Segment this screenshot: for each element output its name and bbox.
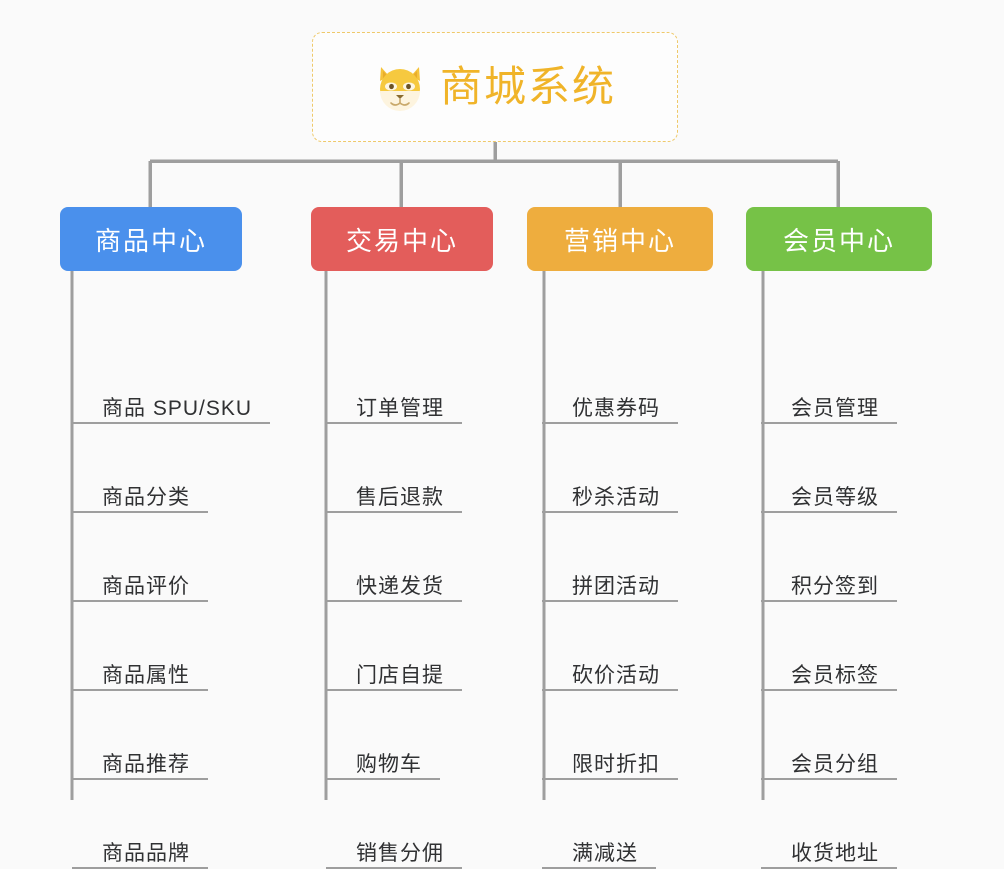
leaf-item[interactable]: 售后退款: [326, 485, 462, 513]
leaf-item-label: 限时折扣: [572, 752, 660, 776]
leaf-item-label: 会员管理: [791, 396, 879, 420]
leaf-item-label: 积分签到: [791, 574, 879, 598]
mindmap-canvas: 商城系统 商品中心 商品 SPU/SKU 商品分类商品评价商品属性商品推荐商品品牌: [60, 32, 932, 869]
leaf-item-label: 商品 SPU/SKU: [102, 396, 253, 420]
leaf-item-label: 会员分组: [791, 752, 879, 776]
leaf-item-label: 收货地址: [791, 841, 879, 865]
leaf-item[interactable]: 订单管理: [326, 396, 462, 424]
leaf-item-label: 商品推荐: [102, 752, 190, 776]
leaf-item[interactable]: 商品属性: [72, 663, 208, 691]
leaf-item[interactable]: 会员标签: [761, 663, 897, 691]
branch-header-label: 营销中心: [563, 225, 676, 256]
branch-column-trade-center: 交易中心 订单管理售后退款快递发货门店自提购物车销售分佣: [311, 207, 493, 869]
leaf-item[interactable]: 收货地址: [761, 841, 897, 869]
leaf-item-label: 秒杀活动: [572, 485, 660, 509]
branch-header-label: 会员中心: [782, 225, 895, 256]
leaf-item[interactable]: 优惠券码: [542, 396, 678, 424]
leaf-item-label: 拼团活动: [572, 574, 660, 598]
branch-header-label: 交易中心: [345, 225, 458, 256]
leaf-item[interactable]: 积分签到: [761, 574, 897, 602]
branch-column-product-center: 商品中心 商品 SPU/SKU 商品分类商品评价商品属性商品推荐商品品牌: [60, 207, 271, 869]
leaf-item-label: 订单管理: [356, 396, 444, 420]
branch-column-marketing-center: 营销中心 优惠券码秒杀活动拼团活动砍价活动限时折扣满减送: [527, 207, 713, 869]
root-node[interactable]: 商城系统: [312, 32, 678, 142]
branch-header-marketing-center[interactable]: 营销中心: [527, 207, 713, 271]
branch-header-product-center[interactable]: 商品中心: [60, 207, 242, 271]
branch-header-label: 商品中心: [94, 225, 207, 256]
leaf-item-label: 门店自提: [356, 663, 444, 687]
leaf-item-label: 满减送: [572, 841, 638, 865]
leaf-item[interactable]: 商品品牌: [72, 841, 208, 869]
leaf-item-label: 购物车: [356, 752, 422, 776]
leaf-item[interactable]: 商品分类: [72, 485, 208, 513]
leaf-item[interactable]: 限时折扣: [542, 752, 678, 780]
leaf-item[interactable]: 会员等级: [761, 485, 897, 513]
leaf-item[interactable]: 会员分组: [761, 752, 897, 780]
leaf-item-label: 销售分佣: [356, 841, 444, 865]
leaf-item-label: 砍价活动: [572, 663, 660, 687]
branch-header-trade-center[interactable]: 交易中心: [311, 207, 493, 271]
leaf-item[interactable]: 门店自提: [326, 663, 462, 691]
leaf-item[interactable]: 满减送: [542, 841, 656, 869]
leaf-item-label: 会员等级: [791, 485, 879, 509]
leaf-item[interactable]: 销售分佣: [326, 841, 462, 869]
branch-header-member-center[interactable]: 会员中心: [746, 207, 932, 271]
leaf-item[interactable]: 拼团活动: [542, 574, 678, 602]
leaf-item[interactable]: 秒杀活动: [542, 485, 678, 513]
leaf-item-label: 优惠券码: [572, 396, 660, 420]
leaf-item[interactable]: 快递发货: [326, 574, 462, 602]
branch-column-member-center: 会员中心 会员管理会员等级积分签到会员标签会员分组收货地址: [746, 207, 932, 869]
leaf-item-label: 售后退款: [356, 485, 444, 509]
leaf-item-label: 商品属性: [102, 663, 190, 687]
leaf-item[interactable]: 商品评价: [72, 574, 208, 602]
root-title: 商城系统: [439, 63, 616, 110]
leaf-item[interactable]: 商品 SPU/SKU: [72, 396, 271, 424]
leaf-item-label: 商品评价: [102, 574, 190, 598]
leaf-item[interactable]: 会员管理: [761, 396, 897, 424]
leaf-item-label: 会员标签: [791, 663, 879, 687]
leaf-item[interactable]: 商品推荐: [72, 752, 208, 780]
leaf-item[interactable]: 砍价活动: [542, 663, 678, 691]
leaf-item-label: 商品品牌: [102, 841, 190, 865]
leaf-item[interactable]: 购物车: [326, 752, 440, 780]
leaf-item-label: 商品分类: [102, 485, 190, 509]
leaf-item-label: 快递发货: [356, 574, 444, 598]
shiba-dog-face-icon: [374, 63, 426, 111]
